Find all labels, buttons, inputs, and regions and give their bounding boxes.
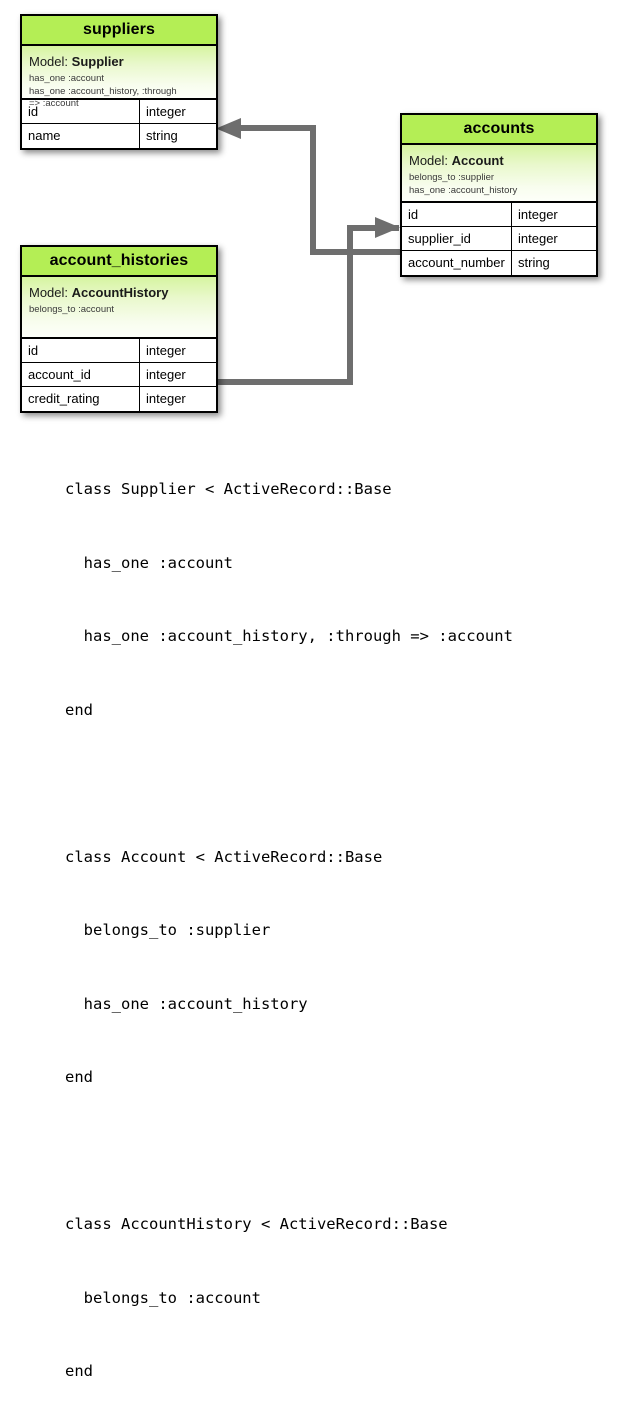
field-type: integer <box>146 343 186 358</box>
code-line: belongs_to :supplier <box>65 921 271 939</box>
entity-suppliers-assoc-0: has_one :account <box>29 73 105 84</box>
table-row[interactable]: id integer <box>22 339 216 363</box>
model-name: Supplier <box>71 54 124 69</box>
field-name: id <box>22 339 140 362</box>
code-line: end <box>65 1068 93 1086</box>
field-name: supplier_id <box>402 227 512 250</box>
field-name: account_number <box>402 251 512 275</box>
field-type: string <box>518 255 550 270</box>
code-line: belongs_to :account <box>65 1288 261 1307</box>
table-row[interactable]: id integer <box>22 100 216 124</box>
entity-account-histories-assoc-0: belongs_to :account <box>29 304 115 315</box>
code-line-blank <box>65 1139 625 1164</box>
code-line: has_one :account_history <box>65 994 308 1013</box>
field-name: id <box>22 100 140 123</box>
ruby-code-block: class Supplier < ActiveRecord::Base has_… <box>65 428 625 1408</box>
entity-accounts-model: Model: Account belongs_to :supplier has_… <box>402 145 596 203</box>
field-name: account_id <box>22 363 140 386</box>
code-line: has_one :account <box>65 553 233 572</box>
field-type: integer <box>146 391 186 406</box>
field-type: integer <box>518 207 558 222</box>
field-type: integer <box>146 367 186 382</box>
entity-suppliers[interactable]: suppliers Model: Supplier has_one :accou… <box>20 14 218 150</box>
table-row[interactable]: account_id integer <box>22 363 216 387</box>
table-row[interactable]: supplier_id integer <box>402 227 596 251</box>
code-line-blank <box>65 771 625 796</box>
table-row[interactable]: credit_rating integer <box>22 387 216 411</box>
field-type: integer <box>146 104 186 119</box>
entity-account-histories-model-line: Model: AccountHistory <box>29 285 209 301</box>
model-label: Model: <box>409 153 449 168</box>
relation-accounts-supplier-id-to-suppliers-id <box>216 118 400 255</box>
field-name: credit_rating <box>22 387 140 411</box>
entity-suppliers-title: suppliers <box>22 16 216 46</box>
code-line: end <box>65 1362 93 1380</box>
er-diagram: suppliers Model: Supplier has_one :accou… <box>0 0 633 430</box>
relation-account-histories-account-id-to-accounts-id <box>218 217 400 385</box>
arrowhead-to-suppliers <box>216 118 241 139</box>
code-line: class Supplier < ActiveRecord::Base <box>65 480 392 498</box>
field-name: name <box>22 124 140 148</box>
model-name: AccountHistory <box>71 285 169 300</box>
entity-accounts-model-line: Model: Account <box>409 153 589 169</box>
entity-account-histories-model: Model: AccountHistory belongs_to :accoun… <box>22 277 216 339</box>
entity-accounts-assoc-1: has_one :account_history <box>409 184 518 196</box>
entity-account-histories[interactable]: account_histories Model: AccountHistory … <box>20 245 218 413</box>
table-row[interactable]: name string <box>22 124 216 148</box>
code-line: has_one :account_history, :through => :a… <box>65 627 513 645</box>
code-line: end <box>65 700 93 719</box>
table-row[interactable]: id integer <box>402 203 596 227</box>
entity-accounts-assoc-0: belongs_to :supplier <box>409 172 495 183</box>
model-label: Model: <box>29 54 69 69</box>
table-row[interactable]: account_number string <box>402 251 596 275</box>
entity-suppliers-model: Model: Supplier has_one :account has_one… <box>22 46 216 109</box>
entity-accounts-title: accounts <box>402 115 596 145</box>
entity-suppliers-assoc-1: has_one :account_history, :through <box>29 85 177 97</box>
model-name: Account <box>451 153 504 168</box>
entity-accounts[interactable]: accounts Model: Account belongs_to :supp… <box>400 113 598 277</box>
field-type: integer <box>518 231 558 246</box>
code-line: class Account < ActiveRecord::Base <box>65 847 383 866</box>
field-type: string <box>146 128 178 143</box>
entity-account-histories-title: account_histories <box>22 247 216 277</box>
code-line: class AccountHistory < ActiveRecord::Bas… <box>65 1215 448 1233</box>
arrowhead-to-accounts <box>375 217 400 238</box>
field-name: id <box>402 203 512 226</box>
model-label: Model: <box>29 285 69 300</box>
entity-suppliers-assoc-2: => :account <box>29 98 79 109</box>
entity-suppliers-model-line: Model: Supplier <box>29 54 209 70</box>
